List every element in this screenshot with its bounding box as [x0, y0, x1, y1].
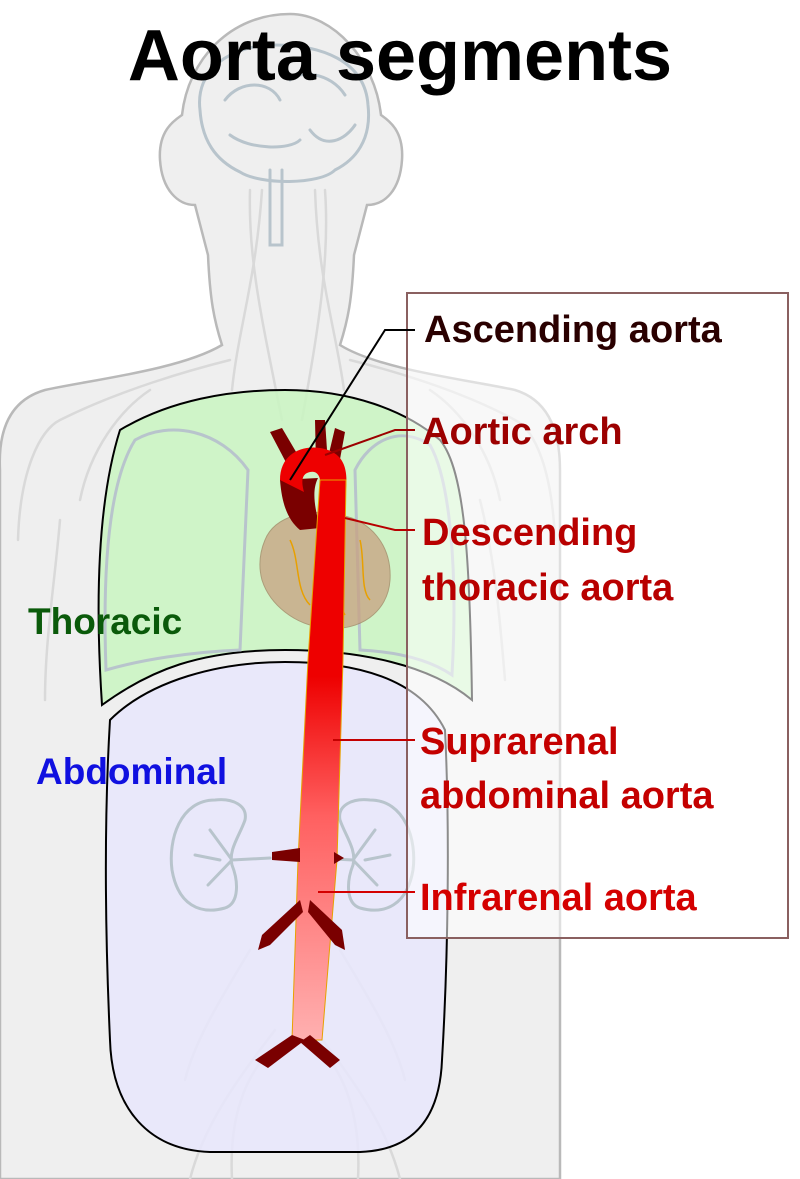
- aorta: [255, 420, 347, 1068]
- abdominal-region: [104, 660, 449, 1153]
- leader-ascending: [289, 329, 415, 481]
- region-label-thoracic: Thoracic: [28, 601, 182, 642]
- segment-label-suprarenal-line2: abdominal aorta: [420, 775, 714, 817]
- segment-label-suprarenal: Suprarenal: [420, 721, 619, 763]
- leader-descending: [344, 517, 415, 531]
- page-title: Aorta segments: [128, 16, 672, 96]
- segment-label-infrarenal: Infrarenal aorta: [420, 877, 698, 919]
- segment-label-descending: Descending: [422, 512, 637, 554]
- segment-label-ascending: Ascending aorta: [424, 309, 723, 351]
- segment-legend-box: [406, 292, 789, 939]
- segment-label-arch: Aortic arch: [422, 411, 623, 453]
- segment-label-descending-line2: thoracic aorta: [422, 567, 674, 609]
- region-label-abdominal: Abdominal: [36, 751, 227, 792]
- leader-arch: [324, 429, 415, 456]
